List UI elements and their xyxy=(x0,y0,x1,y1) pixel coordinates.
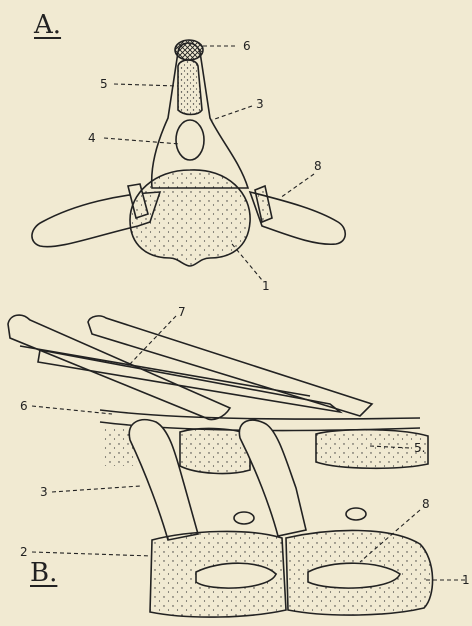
neural-spine-right xyxy=(239,420,306,536)
panel-b-drawing xyxy=(8,315,433,617)
callout-b-5: 5. xyxy=(414,442,425,454)
rib-facet-right xyxy=(255,186,272,222)
ligament-band xyxy=(100,410,420,419)
panel-label-b: B. xyxy=(30,560,57,586)
callout-a-6: 6 xyxy=(243,40,251,52)
callout-b-2: 2 xyxy=(20,546,28,558)
callout-a-1: 1 xyxy=(262,280,270,292)
spinous-process xyxy=(178,60,202,115)
callout-b-8: 8 xyxy=(422,498,430,510)
callout-a-5: 5 xyxy=(100,78,108,90)
facet-right xyxy=(346,508,366,520)
callout-a-8: 8 xyxy=(314,160,322,172)
callout-a-3: 3 xyxy=(256,98,264,110)
callout-a-4: 4 xyxy=(88,132,96,144)
callout-b-3: 3 xyxy=(40,486,48,498)
callout-b-6: 6 xyxy=(20,400,28,412)
facet-left xyxy=(234,512,254,524)
panel-a-drawing xyxy=(32,40,345,266)
centrum xyxy=(130,170,250,266)
callout-b-1: 1 xyxy=(462,574,470,586)
callout-b-7: 7 xyxy=(178,306,186,318)
panel-label-a: A. xyxy=(34,12,61,38)
neural-arch xyxy=(152,43,248,188)
neural-canal xyxy=(176,120,204,160)
intervertebral-block-right xyxy=(316,430,428,469)
spine-tip xyxy=(175,40,203,60)
